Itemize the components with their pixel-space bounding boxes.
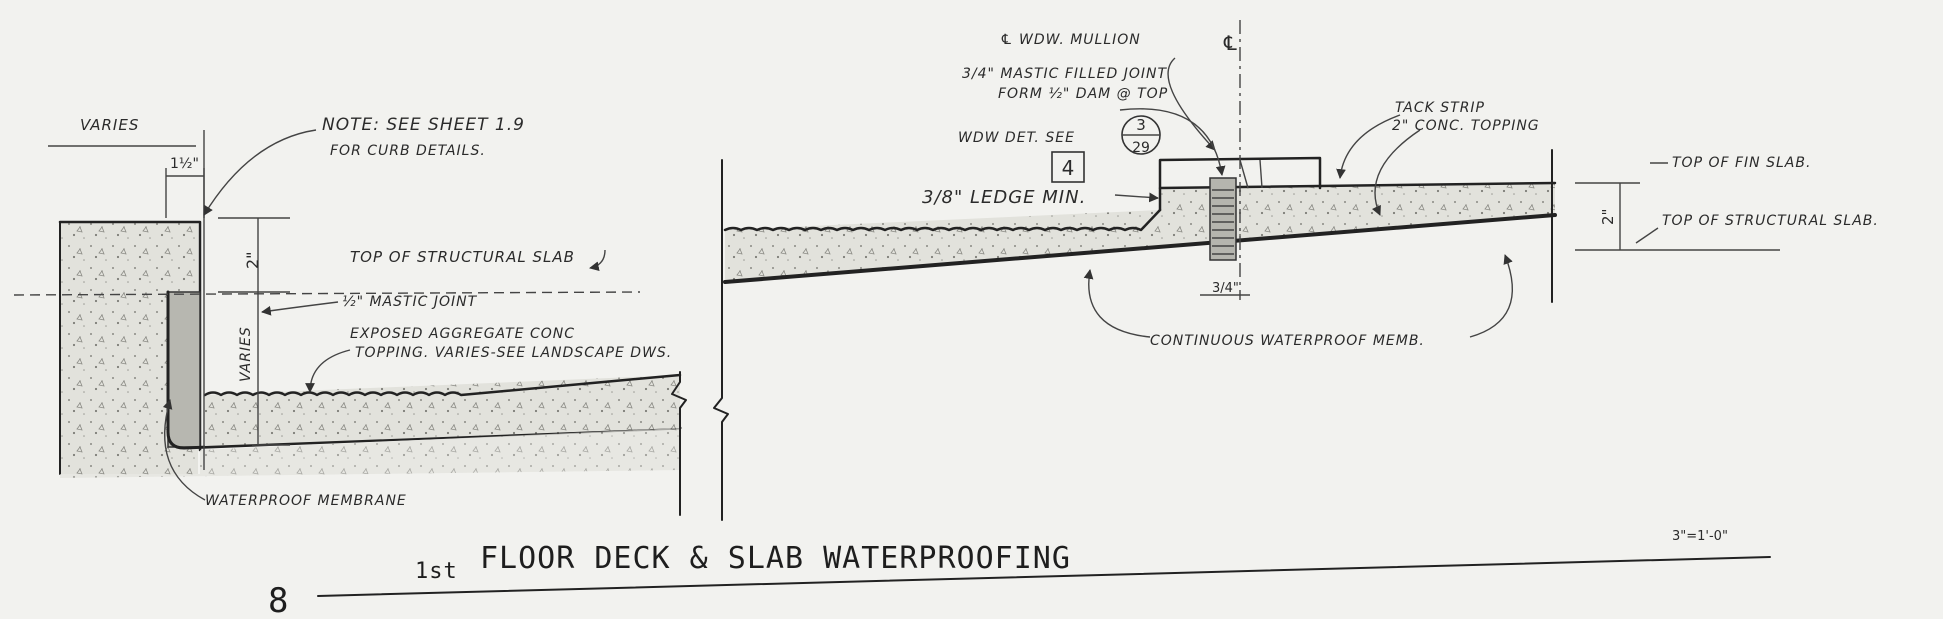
aggregate-leader bbox=[305, 349, 351, 393]
window-mullion-label: ℄ WDW. MULLION bbox=[1000, 32, 1141, 48]
window-frame-detail bbox=[1239, 159, 1263, 189]
varies-vertical-label: VARIES bbox=[238, 326, 254, 382]
mastic-filled-joint-line2-label: FORM ½" DAM @ TOP bbox=[998, 86, 1168, 102]
three-quarter-dim-label: 3/4" bbox=[1212, 281, 1239, 296]
right-2in-dim bbox=[1575, 182, 1780, 251]
slab-leader bbox=[589, 249, 606, 272]
mullion-leader bbox=[1167, 57, 1216, 151]
topping-leader bbox=[1371, 129, 1421, 216]
continuous-membrane-line bbox=[723, 213, 1557, 284]
conc-topping-label: 2" CONC. TOPPING bbox=[1392, 118, 1540, 134]
varies-top-label: VARIES bbox=[80, 116, 139, 134]
detail-ref-top: 3 bbox=[1136, 116, 1146, 134]
vertical-dims bbox=[218, 217, 290, 446]
continuous-membrane-label: CONTINUOUS WATERPROOF MEMB. bbox=[1150, 333, 1425, 349]
structural-slab-left bbox=[60, 428, 680, 478]
membrane-leader-left bbox=[1083, 269, 1151, 338]
curb-width-label: 1½" bbox=[170, 156, 199, 172]
membrane-leader-right bbox=[1469, 254, 1514, 338]
break-line-left bbox=[671, 371, 687, 516]
exposed-aggregate-label: EXPOSED AGGREGATE CONC bbox=[350, 326, 575, 342]
ledge-number: 4 bbox=[1062, 156, 1075, 180]
exposed-aggregate-line2-label: TOPPING. VARIES-SEE LANDSCAPE DWS. bbox=[355, 345, 672, 361]
note-label: NOTE: SEE SHEET 1.9 bbox=[322, 115, 525, 135]
title-prefix: 1st bbox=[415, 559, 458, 584]
structural-slab-ref-line bbox=[13, 291, 641, 296]
left-membrane-line bbox=[166, 290, 682, 450]
ledge-leader bbox=[1114, 192, 1159, 203]
conc-topping-right bbox=[725, 183, 1555, 282]
tack-strip-leader bbox=[1336, 114, 1401, 179]
detail-ref-bottom: 29 bbox=[1132, 140, 1150, 156]
joint-hatch bbox=[1212, 189, 1234, 255]
mastic-leader bbox=[261, 301, 339, 316]
curb-width-dim bbox=[165, 168, 205, 218]
ledge-number-box bbox=[1051, 151, 1085, 183]
drawing-title: FLOOR DECK & SLAB WATERPROOFING bbox=[480, 541, 1071, 576]
break-line-right bbox=[713, 159, 729, 521]
top-fin-slab-label: TOP OF FIN SLAB. bbox=[1672, 155, 1811, 171]
ledge-label: 3/8" LEDGE MIN. bbox=[922, 187, 1086, 208]
right-top-structural-slab-label: TOP OF STRUCTURAL SLAB. bbox=[1662, 213, 1879, 229]
note-leader bbox=[203, 129, 317, 216]
left-detail: VARIES 1½" NOTE: SEE SHEET 1.9 FOR CURB … bbox=[13, 115, 729, 521]
membrane-leader bbox=[162, 399, 206, 501]
detail-number: 8 bbox=[268, 581, 289, 619]
title-underline bbox=[317, 556, 1771, 597]
tack-strip-label: TACK STRIP bbox=[1395, 100, 1485, 116]
mastic-joint-strip bbox=[167, 291, 201, 448]
right-detail: 3 29 4 ℄ WDW. MULLION ℄ 3/4" MASTIC FILL… bbox=[723, 20, 1879, 349]
right-dim-2in: 2" bbox=[1599, 209, 1617, 225]
fin-slab-leaders bbox=[1635, 162, 1668, 244]
left-top-structural-slab: TOP OF STRUCTURAL SLAB bbox=[350, 248, 575, 266]
mastic-joint-label: ½" MASTIC JOINT bbox=[342, 294, 478, 310]
note-line2-label: FOR CURB DETAILS. bbox=[330, 143, 486, 159]
mastic-joint-leader bbox=[1119, 108, 1226, 176]
waterproof-membrane-label: WATERPROOF MEMBRANE bbox=[205, 493, 407, 509]
scale-label: 3"=1'-0" bbox=[1672, 529, 1728, 544]
mastic-filled-joint-label: 3/4" MASTIC FILLED JOINT bbox=[962, 66, 1167, 82]
left-dim-2in: 2" bbox=[243, 251, 262, 269]
topping-surface bbox=[203, 373, 682, 397]
title-block: 1st FLOOR DECK & SLAB WATERPROOFING 8 3"… bbox=[268, 529, 1771, 619]
wdw-det-see-label: WDW DET. SEE bbox=[958, 130, 1075, 146]
centerline-mark: ℄ bbox=[1223, 31, 1237, 55]
right-topping-surface bbox=[723, 208, 1162, 232]
